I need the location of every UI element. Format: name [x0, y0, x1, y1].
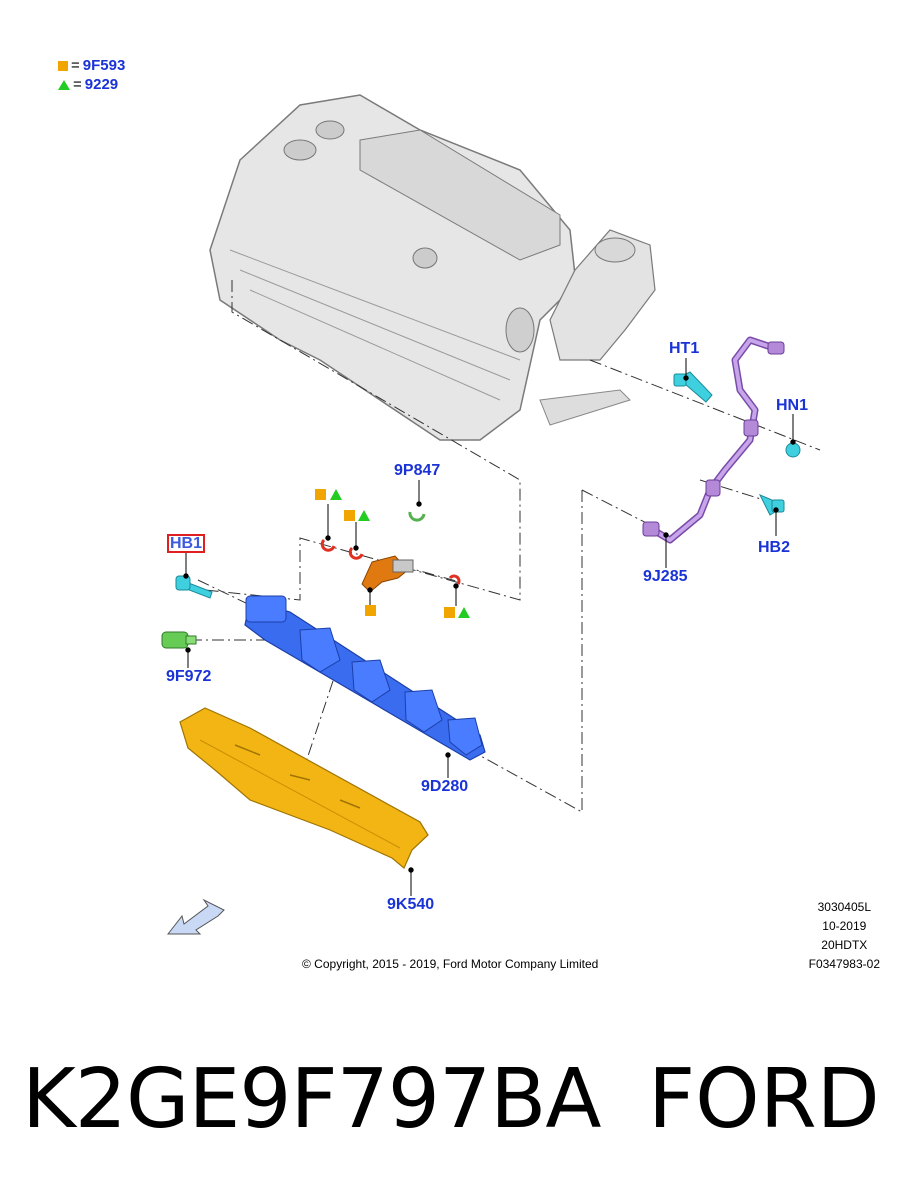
legend-equals: =: [73, 76, 82, 93]
legend-equals: =: [71, 57, 80, 74]
leader-lines: [183, 358, 796, 896]
callout-9f972[interactable]: 9F972: [166, 668, 212, 685]
green-triangle-icon: [58, 79, 70, 90]
exploded-parts-diagram: [161, 94, 821, 935]
legend-row-triangle: = 9229: [58, 75, 125, 94]
callout-hn1[interactable]: HN1: [776, 397, 809, 414]
callout-hb1[interactable]: HB1: [167, 534, 206, 553]
diagram-meta: 3030405L 10-2019 20HDTX F0347983-02: [809, 898, 880, 974]
legend-square-label: 9F593: [82, 57, 126, 74]
brand-name: FORD: [648, 1052, 880, 1147]
callout-hb2[interactable]: HB2: [758, 539, 791, 556]
callout-ht1[interactable]: HT1: [669, 340, 700, 357]
legend-row-square: = 9F593: [58, 56, 125, 75]
meta-line-1: 3030405L: [817, 900, 871, 914]
callout-9k540[interactable]: 9K540: [387, 896, 435, 913]
meta-line-2: 10-2019: [822, 919, 867, 933]
fuel-rail: [244, 595, 486, 761]
orange-square-icon: [58, 60, 68, 71]
callout-9j285[interactable]: 9J285: [643, 568, 688, 585]
seal-markers: [315, 489, 470, 618]
copyright-notice: © Copyright, 2015 - 2019, Ford Motor Com…: [302, 957, 599, 971]
heat-shield: [179, 707, 429, 869]
part-number: K2GE9F797BA: [22, 1052, 601, 1147]
meta-line-4: F0347983-02: [808, 957, 880, 971]
front-direction-arrow: [166, 898, 225, 935]
meta-line-3: 20HDTX: [821, 938, 868, 952]
cylinder-head: [209, 94, 656, 441]
callout-9d280[interactable]: 9D280: [421, 778, 469, 795]
legend-triangle-label: 9229: [84, 76, 119, 93]
injector-group: [320, 511, 461, 593]
pressure-sensor: [161, 631, 197, 649]
callout-9p847[interactable]: 9P847: [394, 462, 441, 479]
fuel-pipe: [642, 336, 785, 544]
legend: = 9F593 = 9229: [58, 56, 125, 94]
